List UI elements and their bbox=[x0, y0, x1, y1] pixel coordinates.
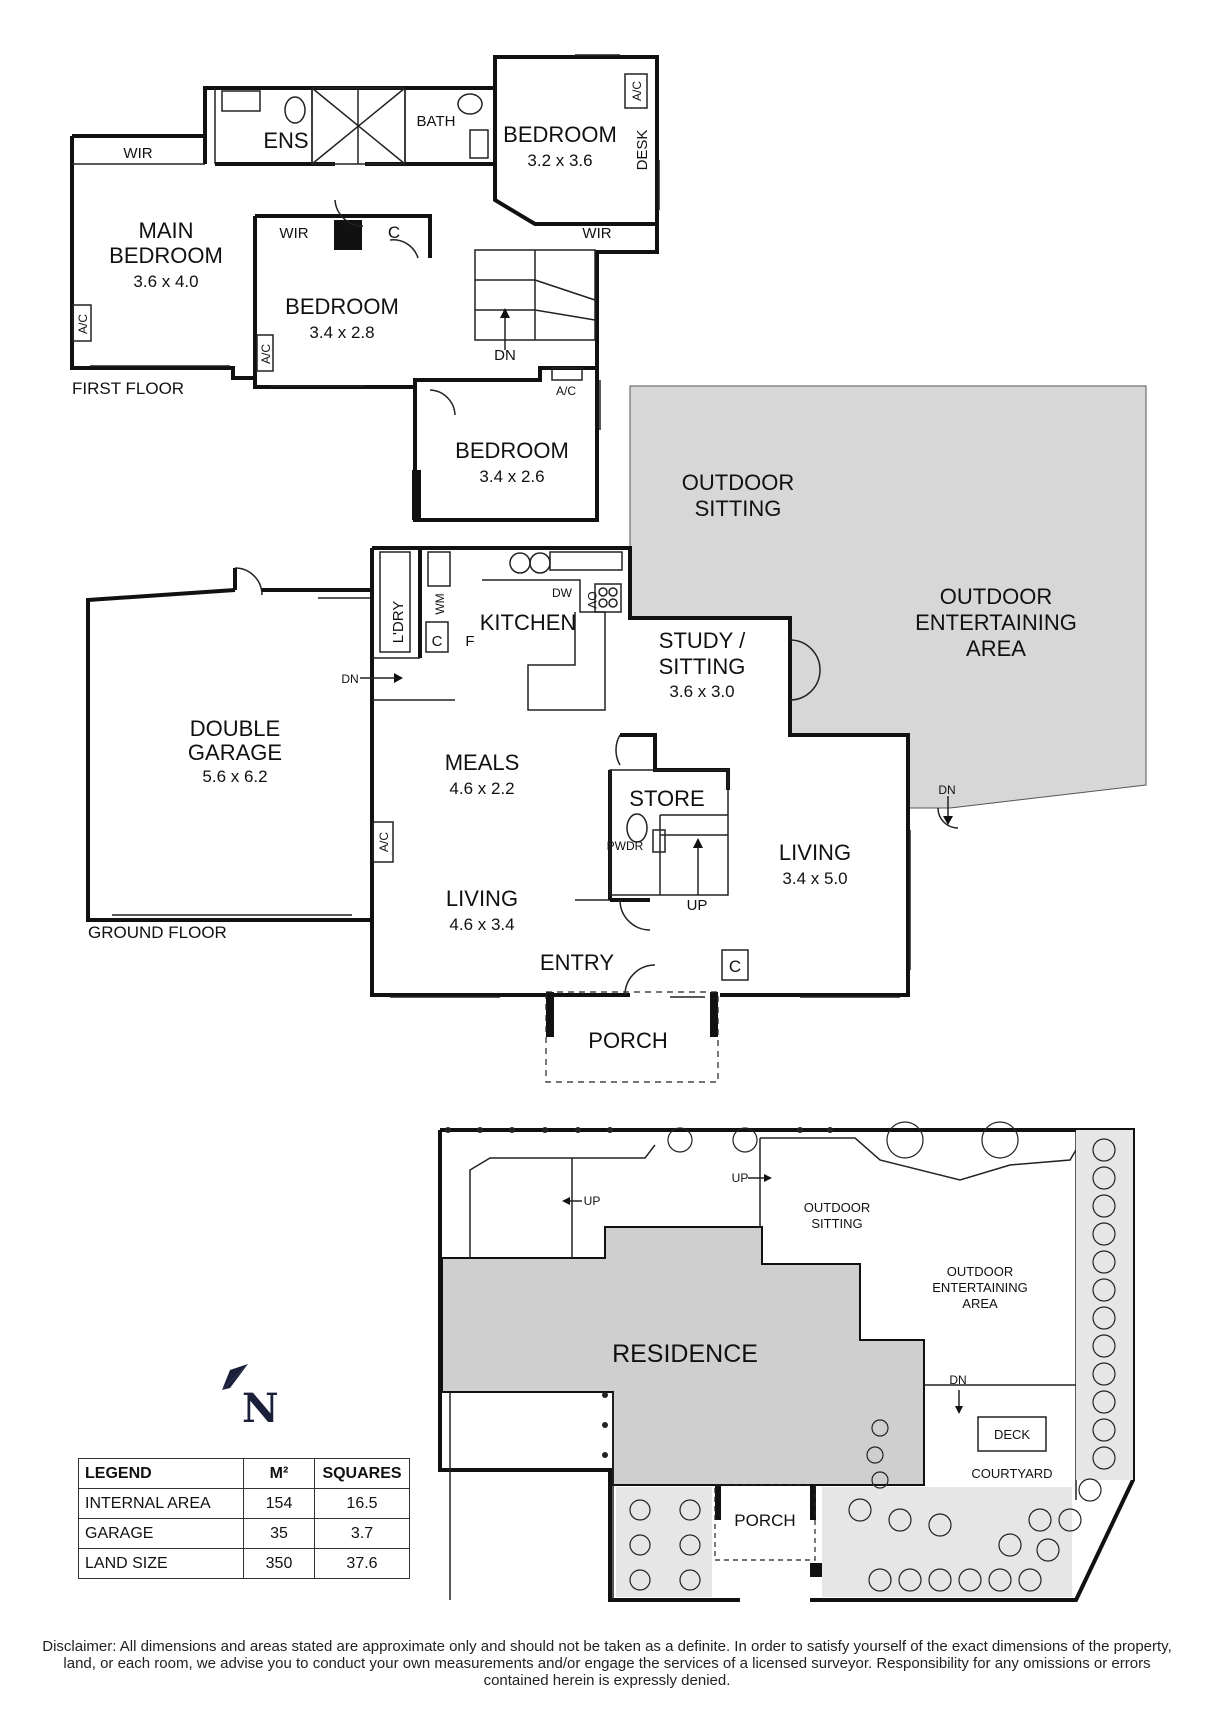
gf-outdoor-ent-3: AREA bbox=[966, 636, 1026, 661]
c-mid-label: C bbox=[388, 223, 400, 242]
legend-header-m2: M² bbox=[243, 1458, 315, 1489]
site-up-right: UP bbox=[732, 1171, 749, 1185]
legend-row-m2: 35 bbox=[243, 1518, 315, 1549]
main-bedroom-dims: 3.6 x 4.0 bbox=[133, 272, 198, 291]
living-left-dims: 4.6 x 3.4 bbox=[449, 915, 514, 934]
main-bedroom-name-2: BEDROOM bbox=[109, 243, 223, 268]
bedroom-ne-dims: 3.2 x 3.6 bbox=[527, 151, 592, 170]
laundry-label: L'DRY bbox=[390, 601, 407, 644]
legend-row-squares: 3.7 bbox=[314, 1518, 410, 1549]
legend-row-m2: 154 bbox=[243, 1488, 315, 1519]
living-left-name: LIVING bbox=[446, 886, 518, 911]
site-outdoor-ent-1: OUTDOOR bbox=[947, 1264, 1013, 1279]
site-outdoor-sitting-1: OUTDOOR bbox=[804, 1200, 870, 1215]
c-laundry-label: C bbox=[432, 633, 443, 650]
legend-row-label: GARAGE bbox=[78, 1518, 244, 1549]
gf-porch-label: PORCH bbox=[588, 1028, 667, 1053]
living-right-name: LIVING bbox=[779, 840, 851, 865]
legend-row: INTERNAL AREA 154 16.5 bbox=[78, 1488, 410, 1519]
ground-floor-label: GROUND FLOOR bbox=[88, 923, 227, 942]
gf-outdoor-sitting-2: SITTING bbox=[695, 496, 782, 521]
gf-outdoor-sitting-1: OUTDOOR bbox=[682, 470, 794, 495]
ac-label-ground: A/C bbox=[377, 832, 391, 852]
ov-label: OV bbox=[585, 591, 599, 608]
ac-label-main: A/C bbox=[76, 314, 90, 334]
first-floor-plan bbox=[70, 54, 660, 522]
living-right-dims: 3.4 x 5.0 bbox=[782, 869, 847, 888]
bedroom-s-name: BEDROOM bbox=[455, 438, 569, 463]
site-dn-label: DN bbox=[949, 1373, 966, 1387]
main-bedroom-name-1: MAIN bbox=[139, 218, 194, 243]
double-garage-1: DOUBLE bbox=[190, 716, 280, 741]
north-arrow-icon bbox=[222, 1364, 248, 1390]
legend-header-squares: SQUARES bbox=[314, 1458, 410, 1489]
site-porch-label: PORCH bbox=[734, 1511, 795, 1530]
site-plan bbox=[438, 1121, 1135, 1602]
study-dims: 3.6 x 3.0 bbox=[669, 682, 734, 701]
legend-row-label: INTERNAL AREA bbox=[78, 1488, 244, 1519]
dn-label-first: DN bbox=[494, 347, 516, 364]
ground-floor-plan bbox=[86, 385, 1147, 1083]
ens-label: ENS bbox=[263, 128, 308, 153]
ac-label-ne: A/C bbox=[630, 81, 644, 101]
store-label: STORE bbox=[629, 786, 704, 811]
compass-letter: N bbox=[242, 1385, 279, 1432]
entry-label: ENTRY bbox=[540, 950, 614, 975]
dn-laundry-label: DN bbox=[341, 672, 358, 686]
bath-label: BATH bbox=[417, 113, 456, 130]
legend-header-label: LEGEND bbox=[78, 1458, 244, 1489]
site-outdoor-ent-2: ENTERTAINING bbox=[932, 1280, 1028, 1295]
site-outdoor-sitting-2: SITTING bbox=[811, 1216, 862, 1231]
ac-label-mid: A/C bbox=[259, 344, 273, 364]
f-label: F bbox=[465, 633, 474, 650]
dw-label: DW bbox=[552, 586, 573, 600]
kitchen-label: KITCHEN bbox=[480, 610, 577, 635]
gf-outdoor-ent-2: ENTERTAINING bbox=[915, 610, 1077, 635]
up-label-stairs: UP bbox=[687, 897, 708, 914]
legend-row: GARAGE 35 3.7 bbox=[78, 1518, 410, 1549]
disclaimer-text: Disclaimer: All dimensions and areas sta… bbox=[42, 1638, 1172, 1689]
legend-row-squares: 16.5 bbox=[314, 1488, 410, 1519]
meals-dims: 4.6 x 2.2 bbox=[449, 779, 514, 798]
legend-row-squares: 37.6 bbox=[314, 1548, 410, 1579]
legend-header-row: LEGEND M² SQUARES bbox=[78, 1458, 410, 1489]
wir-mid-label: WIR bbox=[279, 225, 308, 242]
gf-outdoor-ent-1: OUTDOOR bbox=[940, 584, 1052, 609]
study-name-2: SITTING bbox=[659, 654, 746, 679]
double-garage-2: GARAGE bbox=[188, 740, 282, 765]
deck-label: DECK bbox=[994, 1427, 1030, 1442]
site-up-left: UP bbox=[584, 1194, 601, 1208]
wir-right-label: WIR bbox=[582, 225, 611, 242]
legend-row-label: LAND SIZE bbox=[78, 1548, 244, 1579]
bedroom-mid-name: BEDROOM bbox=[285, 294, 399, 319]
residence-label: RESIDENCE bbox=[612, 1340, 758, 1368]
legend-row: LAND SIZE 350 37.6 bbox=[78, 1548, 410, 1579]
wm-label: WM bbox=[433, 593, 447, 614]
bedroom-ne-name: BEDROOM bbox=[503, 122, 617, 147]
ac-label-s: A/C bbox=[556, 384, 576, 398]
study-name-1: STUDY / bbox=[659, 628, 746, 653]
wir-main-label: WIR bbox=[123, 145, 152, 162]
desk-label: DESK bbox=[634, 130, 651, 171]
bedroom-s-dims: 3.4 x 2.6 bbox=[479, 467, 544, 486]
double-garage-dims: 5.6 x 6.2 bbox=[202, 767, 267, 786]
site-outdoor-ent-3: AREA bbox=[962, 1296, 998, 1311]
legend-row-m2: 350 bbox=[243, 1548, 315, 1579]
bedroom-mid-dims: 3.4 x 2.8 bbox=[309, 323, 374, 342]
courtyard-label: COURTYARD bbox=[971, 1466, 1052, 1481]
c-entry-label: C bbox=[729, 957, 741, 976]
dn-outdoor-label: DN bbox=[938, 783, 955, 797]
legend-table: LEGEND M² SQUARES INTERNAL AREA 154 16.5… bbox=[78, 1458, 410, 1579]
pwdr-label: PWDR bbox=[607, 839, 644, 853]
first-floor-label: FIRST FLOOR bbox=[72, 379, 184, 398]
meals-name: MEALS bbox=[445, 750, 520, 775]
